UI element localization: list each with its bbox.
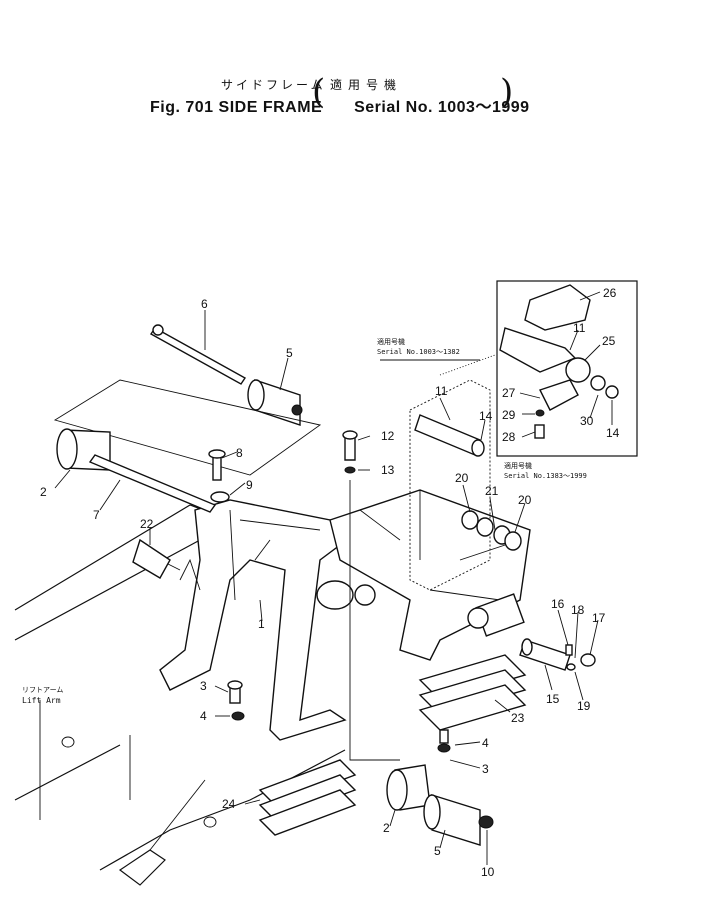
callout-20: 20 xyxy=(455,471,469,485)
callout-5: 5 xyxy=(286,346,293,360)
lift-arm-outline xyxy=(14,504,346,886)
callout-24: 24 xyxy=(222,797,236,811)
callout-6: 6 xyxy=(201,297,208,311)
callout-4: 4 xyxy=(200,709,207,723)
close-paren: ) xyxy=(500,72,514,112)
callout-27: 27 xyxy=(502,386,516,400)
callout-labels: 6 5 2 7 8 9 22 1 3 4 24 12 13 11 14 20 2… xyxy=(40,286,620,879)
callout-2: 2 xyxy=(40,485,47,499)
callout-12: 12 xyxy=(381,429,395,443)
callout-3: 3 xyxy=(200,679,207,693)
callout-15: 15 xyxy=(546,692,560,706)
upper-left-parts xyxy=(53,324,322,579)
callout-29: 29 xyxy=(502,408,516,422)
open-paren: ( xyxy=(312,72,326,112)
figure-title: Fig. 701 SIDE FRAME Serial No. 1003～1999 xyxy=(150,93,530,117)
serial-zone-box xyxy=(380,354,496,591)
callout-30: 30 xyxy=(580,414,594,428)
note-serial-upper: Serial No.1003～1382 xyxy=(377,348,460,356)
callout-3-b: 3 xyxy=(482,762,489,776)
callout-11: 11 xyxy=(435,384,448,398)
note-serial-upper-jp: 適用号機 xyxy=(377,338,405,346)
callout-22: 22 xyxy=(140,517,154,531)
note-serial-lower: Serial No.1383～1999 xyxy=(504,472,587,480)
callout-16: 16 xyxy=(551,597,565,611)
leader-lines xyxy=(54,291,613,865)
callout-11-b: 11 xyxy=(573,321,586,335)
callout-14: 14 xyxy=(479,409,493,423)
callout-17: 17 xyxy=(592,611,606,625)
inset-box-serial-lower xyxy=(496,280,638,457)
callout-20-b: 20 xyxy=(518,493,532,507)
callout-5-b: 5 xyxy=(434,844,441,858)
serial-range: Serial No. 1003～1999 xyxy=(354,99,530,116)
note-lift-arm: Lift Arm xyxy=(22,696,61,705)
shim-plates xyxy=(258,654,527,836)
callout-1: 1 xyxy=(258,617,265,631)
figure-label: Fig. 701 SIDE FRAME xyxy=(150,99,323,116)
callout-2-b: 2 xyxy=(383,821,390,835)
note-serial-lower-jp: 適用号機 xyxy=(504,462,532,470)
callout-8: 8 xyxy=(236,446,243,460)
callout-21: 21 xyxy=(485,484,499,498)
callout-25: 25 xyxy=(602,334,616,348)
title-japanese: サイドフレーム xyxy=(221,78,326,92)
callout-26: 26 xyxy=(603,286,617,300)
callout-9: 9 xyxy=(246,478,253,492)
right-side-parts xyxy=(342,414,596,671)
callout-7: 7 xyxy=(93,508,100,522)
callout-14-b: 14 xyxy=(606,426,620,440)
callout-19: 19 xyxy=(577,699,591,713)
callout-28: 28 xyxy=(502,430,516,444)
title-japanese-serial: 適用号機 xyxy=(330,78,403,92)
cross-member-frame xyxy=(329,489,531,661)
lower-parts xyxy=(227,680,494,846)
callout-10: 10 xyxy=(481,865,495,879)
callout-18: 18 xyxy=(571,603,585,617)
callout-23: 23 xyxy=(511,711,525,725)
note-lift-arm-jp: リフトアーム xyxy=(22,686,64,694)
callout-4-b: 4 xyxy=(482,736,489,750)
callout-13: 13 xyxy=(381,463,395,477)
